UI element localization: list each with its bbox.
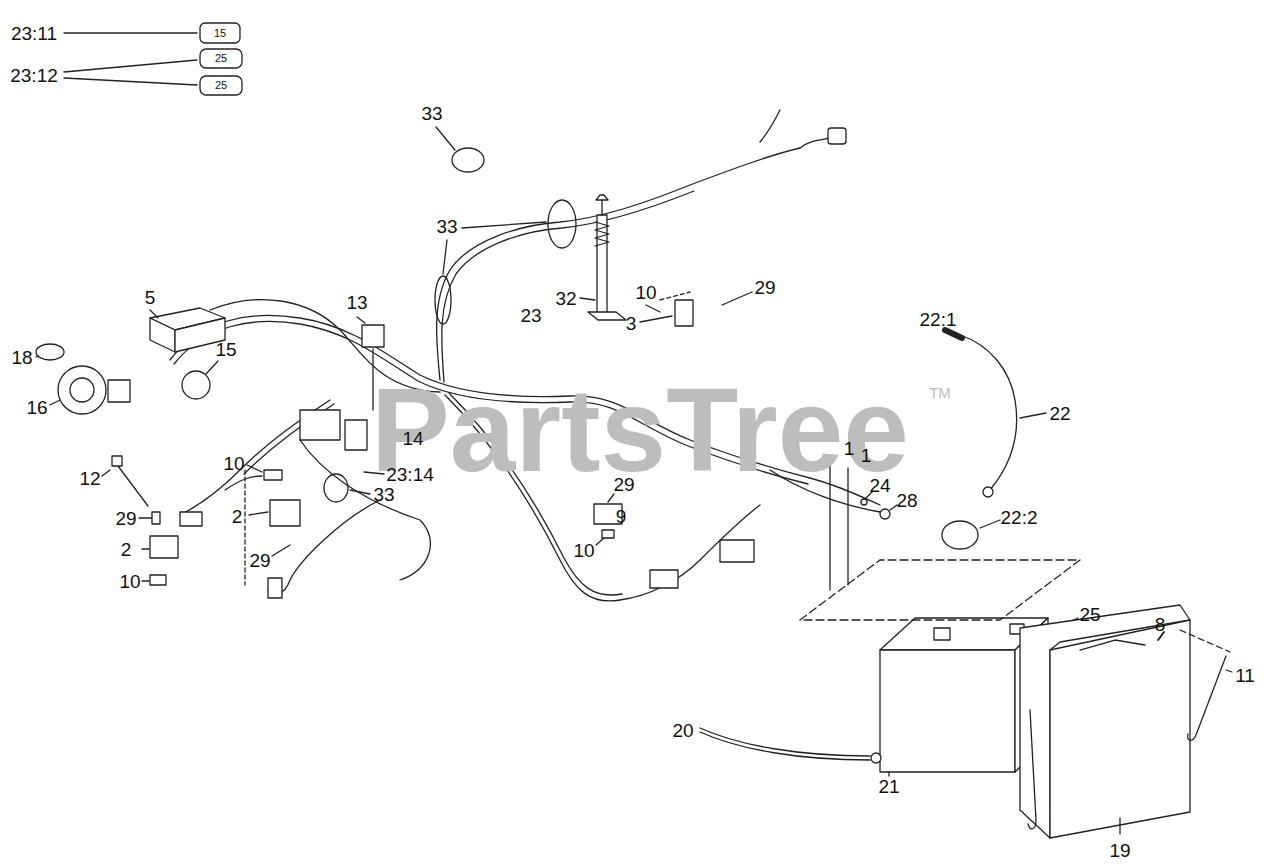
callout-number: 22:1 (920, 310, 957, 329)
callout-number: 33 (373, 485, 394, 504)
callout-number: 21 (878, 777, 899, 796)
callout-number: 33 (436, 217, 457, 236)
callout-number: 32 (555, 289, 576, 308)
callout-number: 1 (861, 446, 872, 465)
callout-number: 24 (869, 476, 890, 495)
callout-number: 15 (215, 340, 236, 359)
callout-number: 3 (626, 314, 637, 333)
fuse-rating: 15 (214, 28, 226, 39)
callout-number: 10 (119, 572, 140, 591)
callout-number: 22:2 (1001, 508, 1038, 527)
callout-number: 8 (1155, 615, 1166, 634)
callout-number: 25 (1079, 605, 1100, 624)
fuse-rating: 25 (215, 80, 227, 91)
callout-number: 29 (754, 278, 775, 297)
callout-number: 5 (145, 288, 156, 307)
callout-number: 10 (223, 454, 244, 473)
callout-number: 23:11 (11, 24, 57, 43)
callout-number: 1 (844, 439, 855, 458)
callout-number: 14 (402, 429, 423, 448)
watermark: PartsTree (371, 371, 909, 489)
callout-number: 13 (346, 293, 367, 312)
callout-number: 29 (613, 475, 634, 494)
callout-number: 9 (616, 507, 627, 526)
callout-number: 19 (1109, 841, 1130, 860)
callout-number: 20 (672, 721, 693, 740)
callout-number: 18 (11, 348, 32, 367)
callout-number: 10 (573, 541, 594, 560)
callout-number: 28 (896, 491, 917, 510)
callout-number: 22 (1049, 404, 1070, 423)
callout-number: 29 (249, 551, 270, 570)
callout-number: 33 (421, 104, 442, 123)
callout-number: 12 (79, 469, 100, 488)
callout-number: 2 (232, 507, 243, 526)
callout-number: 2 (121, 540, 132, 559)
callout-number: 23:12 (10, 66, 58, 85)
callout-number: 29 (115, 509, 136, 528)
fuse-rating: 25 (215, 53, 227, 64)
trademark: TM (929, 385, 951, 400)
callout-number: 16 (26, 398, 47, 417)
callout-number: 11 (1235, 666, 1255, 685)
callout-number: 23 (520, 306, 541, 325)
callout-number: 10 (635, 283, 656, 302)
callout-number: 23:14 (386, 465, 434, 484)
